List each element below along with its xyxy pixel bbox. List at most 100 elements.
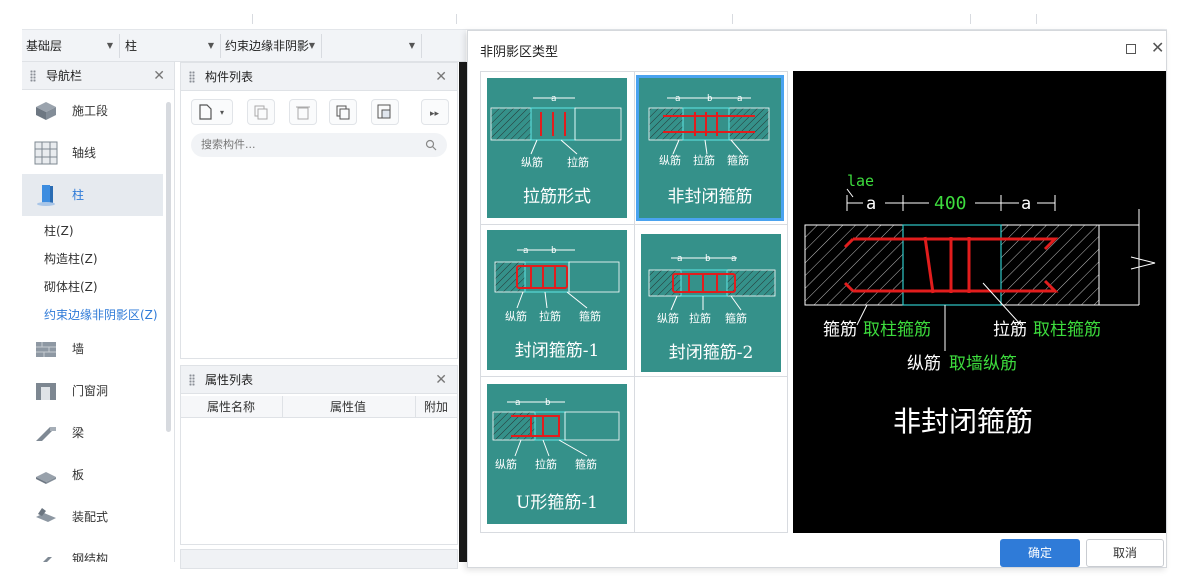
door-window-icon: [36, 383, 56, 400]
card-caption: U形箍筋-1: [516, 493, 598, 513]
subtype-dropdown[interactable]: 约束边缘非阴影▼: [221, 34, 322, 58]
category-dropdown[interactable]: 柱▼: [121, 34, 221, 58]
nav-item-label: 轴线: [72, 146, 97, 160]
svg-text:▸▸: ▸▸: [430, 109, 440, 119]
label-long-bar: 纵筋: [659, 154, 681, 167]
label-tie-bar: 拉筋: [693, 154, 715, 167]
category-dropdown-value: 柱: [125, 39, 138, 53]
cancel-button[interactable]: 取消: [1086, 539, 1164, 567]
ok-button[interactable]: 确定: [1000, 539, 1080, 567]
nav-item-wall[interactable]: 墙: [22, 328, 163, 370]
column-header-value[interactable]: 属性值: [330, 400, 367, 414]
component-list-panel: 构件列表 ✕ ▾ ▸▸ 搜索构件...: [180, 62, 458, 359]
navigation-panel: 导航栏 ✕ 施工段 轴线 柱 柱(Z) 构造柱(Z) 砌体柱(Z) 约束边缘非阴…: [22, 62, 175, 562]
nav-item-column[interactable]: 柱: [22, 174, 163, 216]
type-card-closed-stirrup-1[interactable]: a b 纵筋 拉筋 箍筋 封闭箍筋-1: [487, 230, 627, 370]
drag-grip-icon[interactable]: [30, 70, 36, 82]
selector-toolbar: 基础层▼ 柱▼ 约束边缘非阴影▼ ▼: [22, 30, 466, 62]
nav-item-label: 钢结构: [72, 552, 109, 562]
nav-item-slab[interactable]: 板: [22, 454, 163, 496]
label-long-bar: 纵筋: [657, 312, 679, 325]
nav-item-label: 门窗洞: [72, 384, 109, 398]
card-caption: 封闭箍筋-1: [514, 341, 600, 361]
label-stirrup: 箍筋: [579, 310, 601, 323]
close-icon[interactable]: ✕: [435, 69, 447, 85]
chevron-down-icon: ▼: [308, 41, 315, 50]
nav-item-label: 施工段: [72, 104, 109, 118]
property-table-header: 属性名称 属性值 附加: [181, 396, 457, 418]
axis-grid-icon: [34, 141, 58, 165]
duplicate-icon: [336, 105, 350, 120]
preview-dim-a-right: a: [1021, 194, 1031, 214]
layer-copy-button[interactable]: [371, 99, 399, 125]
maximize-icon[interactable]: [1126, 44, 1136, 54]
preview-dim-mid: 400: [934, 193, 967, 214]
label-long-bar: 纵筋: [521, 156, 543, 169]
type-card-open-stirrup[interactable]: a b a 纵筋 拉筋 箍筋 非封闭箍筋: [636, 75, 784, 221]
duplicate-button[interactable]: [329, 99, 357, 125]
preview-long-label: 纵筋: [907, 354, 941, 374]
tie-diagram: a: [490, 94, 622, 155]
nav-item-axis[interactable]: 轴线: [22, 132, 163, 174]
label-long-bar: 纵筋: [505, 310, 527, 323]
collapsed-panel-header[interactable]: [180, 549, 458, 569]
card-caption: 封闭箍筋-2: [668, 343, 754, 363]
canvas-edge: [459, 62, 467, 562]
close-icon[interactable]: ✕: [435, 372, 447, 388]
nav-title: 导航栏: [46, 69, 83, 83]
column-header-extra[interactable]: 附加: [424, 400, 449, 414]
column-header-name[interactable]: 属性名称: [207, 400, 256, 414]
label-tie-bar: 拉筋: [535, 458, 557, 471]
type-card-u-stirrup-1[interactable]: a b 纵筋 拉筋 箍筋 U形箍筋-1: [487, 384, 627, 524]
dim-b-label: b: [545, 398, 550, 408]
copy-icon: [254, 105, 268, 120]
svg-text:▾: ▾: [220, 108, 224, 117]
label-long-bar: 纵筋: [495, 458, 517, 471]
type-card-closed-stirrup-2[interactable]: a b a 纵筋 拉筋 箍筋 封闭箍筋-2: [641, 234, 781, 372]
search-component-input[interactable]: 搜索构件...: [191, 133, 447, 157]
component-dropdown[interactable]: ▼: [322, 34, 422, 58]
dim-a-label: a: [551, 94, 556, 104]
construction-section-icon: [36, 102, 56, 120]
nav-item-construction-section[interactable]: 施工段: [22, 90, 163, 132]
sub-item-masonry-column[interactable]: 砌体柱(Z): [44, 280, 98, 294]
nav-scrollbar[interactable]: [166, 102, 171, 432]
dim-a-label: a: [737, 94, 742, 104]
type-card-tie[interactable]: a 纵筋 拉筋 拉筋形式: [487, 78, 627, 218]
dialog-title: 非阴影区类型: [480, 45, 559, 60]
preview-stirrup-value: 取柱箍筋: [863, 320, 931, 340]
label-stirrup: 箍筋: [725, 312, 747, 325]
u-stirrup-1-diagram: a b: [492, 398, 620, 457]
delete-button[interactable]: [289, 99, 317, 125]
closed-stirrup-1-diagram: a b: [494, 246, 620, 309]
subtype-dropdown-value: 约束边缘非阴影: [225, 39, 310, 53]
preview-panel: lae a 400 a 箍筋 取柱箍筋 拉筋 取柱箍筋: [793, 71, 1166, 533]
drag-grip-icon[interactable]: [189, 71, 195, 83]
layer-copy-icon: [377, 104, 391, 119]
double-chevron-right-icon: ▸▸: [430, 109, 440, 119]
label-tie-bar: 拉筋: [567, 156, 589, 169]
nav-item-prefab[interactable]: 装配式: [22, 496, 163, 538]
close-icon[interactable]: ✕: [1151, 38, 1165, 57]
nav-item-door-window[interactable]: 门窗洞: [22, 370, 163, 412]
beam-icon: [36, 427, 56, 441]
new-component-button[interactable]: ▾: [191, 99, 233, 125]
top-menu-strip: [22, 0, 1167, 30]
more-button[interactable]: ▸▸: [421, 99, 449, 125]
nav-item-beam[interactable]: 梁: [22, 412, 163, 454]
nav-item-steel-structure[interactable]: 钢结构: [22, 538, 163, 562]
nav-item-label: 梁: [72, 426, 85, 440]
non-shadow-type-dialog: 非阴影区类型 ✕ a 纵筋 拉筋 拉筋形式: [467, 30, 1167, 568]
sub-item-boundary-non-shadow[interactable]: 约束边缘非阴影区(Z): [44, 308, 158, 322]
open-stirrup-diagram: a b a: [648, 94, 770, 155]
sub-item-structural-column[interactable]: 构造柱(Z): [44, 252, 98, 266]
drag-grip-icon[interactable]: [189, 374, 195, 386]
type-grid: a 纵筋 拉筋 拉筋形式 a b a: [480, 71, 788, 533]
new-file-icon: ▾: [199, 104, 224, 120]
preview-lae-label: lae: [847, 172, 874, 190]
copy-button[interactable]: [247, 99, 275, 125]
floor-dropdown[interactable]: 基础层▼: [22, 34, 120, 58]
component-list-title: 构件列表: [205, 70, 254, 84]
sub-item-column-z[interactable]: 柱(Z): [44, 224, 74, 238]
close-icon[interactable]: ✕: [153, 68, 165, 84]
